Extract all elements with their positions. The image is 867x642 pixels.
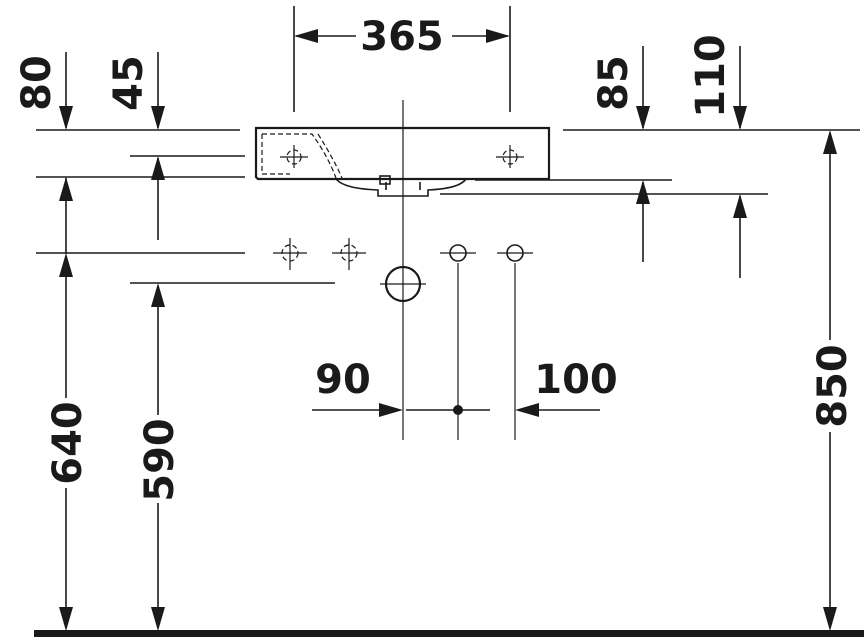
waste-outlet [380,265,426,303]
dimension-90-100: 90 100 [312,357,618,417]
dimension-850: 850 [810,130,856,631]
dimension-45: 45 [106,52,165,240]
dimension-label-45: 45 [106,55,152,111]
dimension-origin-dot [453,405,463,415]
dimension-label-90: 90 [315,357,371,403]
extension-lines [36,6,860,284]
dimension-label-100: 100 [534,357,618,403]
dimension-590: 590 [137,283,183,631]
dimension-110: 110 [688,34,747,278]
basin-front-view [254,100,551,440]
basin-tap-hole-right [496,145,524,168]
dimension-label-640: 640 [45,401,91,485]
dimension-label-110: 110 [688,34,734,118]
basin-tap-hole-left [280,145,308,168]
dimension-label-850: 850 [810,344,856,428]
dimension-label-80: 80 [14,55,60,111]
dimension-365: 365 [294,14,510,60]
tap-connection-2 [332,238,366,270]
dimension-640: 640 [45,253,91,631]
dimension-label-365: 365 [360,14,444,60]
water-supply-2 [497,244,533,262]
water-supply-1 [440,244,476,262]
dimension-label-85: 85 [591,55,637,111]
dimension-label-590: 590 [137,418,183,502]
dimension-80: 80 [14,52,73,254]
tap-connection-1 [273,238,307,270]
dimension-85: 85 [591,46,650,262]
floor-line [34,630,864,637]
